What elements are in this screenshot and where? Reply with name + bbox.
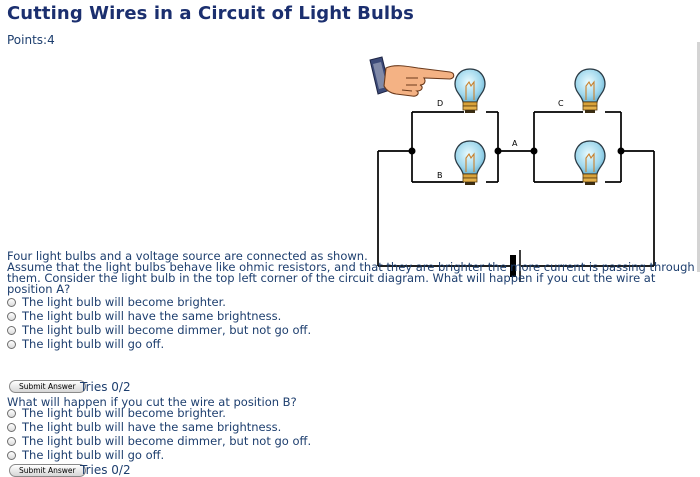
q1-submit-button[interactable]: Submit Answer — [9, 380, 86, 393]
page-title: Cutting Wires in a Circuit of Light Bulb… — [7, 3, 414, 24]
q2-option-4[interactable]: The light bulb will go off. — [7, 448, 164, 462]
battery-icon — [510, 250, 521, 282]
option-label: The light bulb will have the same bright… — [22, 420, 282, 434]
radio-button[interactable] — [7, 436, 16, 446]
option-label: The light bulb will go off. — [22, 337, 165, 351]
light-bulb-icon — [574, 140, 606, 186]
scrollbar[interactable] — [697, 42, 700, 272]
q2-prompt: What will happen if you cut the wire at … — [7, 395, 297, 409]
option-label: The light bulb will become brighter. — [22, 406, 226, 420]
light-bulb-icon — [454, 68, 486, 114]
option-label: The light bulb will become dimmer, but n… — [22, 323, 312, 337]
radio-button[interactable] — [7, 297, 16, 307]
option-label: The light bulb will have the same bright… — [22, 309, 282, 323]
intro-text: Assume that the light bulbs behave like … — [7, 260, 695, 274]
intro-text: them. Consider the light bulb in the top… — [7, 271, 656, 285]
option-label: The light bulb will become dimmer, but n… — [22, 434, 312, 448]
label-a: A — [512, 139, 518, 148]
label-c: C — [558, 99, 564, 108]
radio-button[interactable] — [7, 422, 16, 432]
points-label: Points:4 — [7, 33, 55, 47]
radio-button[interactable] — [7, 325, 16, 335]
label-b: B — [437, 171, 443, 180]
q2-submit-button[interactable]: Submit Answer — [9, 464, 86, 477]
intro-text: position A? — [7, 282, 71, 296]
q2-option-1[interactable]: The light bulb will become brighter. — [7, 406, 226, 420]
q2-option-2[interactable]: The light bulb will have the same bright… — [7, 420, 281, 434]
option-label: The light bulb will go off. — [22, 448, 165, 462]
q1-option-3[interactable]: The light bulb will become dimmer, but n… — [7, 323, 311, 337]
q1-tries-label: Tries 0/2 — [80, 380, 131, 394]
label-d: D — [437, 99, 443, 108]
pointing-hand-icon — [369, 56, 455, 97]
light-bulb-icon — [574, 68, 606, 114]
radio-button[interactable] — [7, 450, 16, 460]
q1-option-1[interactable]: The light bulb will become brighter. — [7, 295, 226, 309]
q2-tries-label: Tries 0/2 — [80, 463, 131, 477]
q1-option-4[interactable]: The light bulb will go off. — [7, 337, 164, 351]
option-label: The light bulb will become brighter. — [22, 295, 226, 309]
q1-option-2[interactable]: The light bulb will have the same bright… — [7, 309, 281, 323]
light-bulb-icon — [454, 140, 486, 186]
radio-button[interactable] — [7, 339, 16, 349]
circuit-diagram: D B A C — [369, 56, 655, 282]
radio-button[interactable] — [7, 408, 16, 418]
intro-text: Four light bulbs and a voltage source ar… — [7, 249, 368, 263]
radio-button[interactable] — [7, 311, 16, 321]
q2-option-3[interactable]: The light bulb will become dimmer, but n… — [7, 434, 311, 448]
